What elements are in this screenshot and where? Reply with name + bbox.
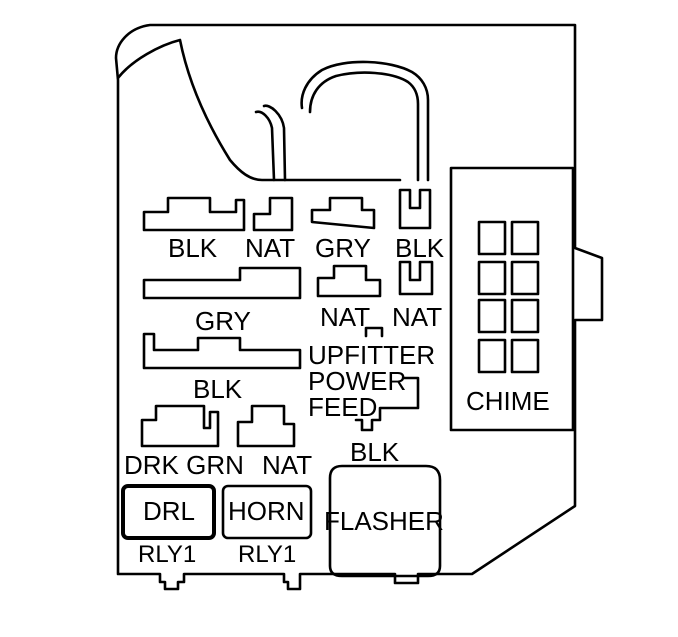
label-gry-mid: GRY	[195, 306, 251, 336]
upfitter-bracket	[354, 326, 420, 432]
label-nat-low: NAT	[262, 450, 312, 480]
label-chime: CHIME	[466, 386, 550, 416]
flasher-module	[328, 464, 442, 578]
label-flasher: FLASHER	[324, 506, 444, 536]
horn-relay	[221, 484, 313, 540]
connector-gry-top	[310, 196, 376, 230]
connector-blk-top	[142, 196, 246, 232]
hook	[254, 110, 276, 182]
chime-pin-5	[477, 298, 507, 334]
label-upfitter: UPFITTER	[308, 340, 435, 370]
connector-drk-grn	[140, 404, 220, 448]
label-blk-flasher: BLK	[350, 437, 400, 467]
drl-relay	[121, 484, 216, 540]
chime-pin-6	[510, 298, 540, 334]
label-rly1-right: RLY1	[238, 541, 296, 568]
connector-nat-low	[236, 404, 296, 448]
chime-pin-3	[477, 260, 507, 296]
connector-gry-mid	[142, 266, 302, 300]
label-rly1-left: RLY1	[138, 541, 196, 568]
label-nat-mid-right: NAT	[392, 302, 442, 332]
hook-inner	[262, 104, 287, 182]
label-blk-top: BLK	[168, 233, 218, 263]
chime-pin-7	[477, 338, 507, 374]
label-drk-grn: DRK GRN	[124, 450, 244, 480]
label-horn: HORN	[228, 496, 305, 526]
handle-bracket	[300, 60, 430, 182]
handle-bracket-inner	[308, 71, 420, 182]
label-feed: FEED	[308, 392, 377, 422]
label-nat-top: NAT	[245, 233, 295, 263]
chime-pin-4	[510, 260, 540, 296]
connector-nat-mid-right	[398, 260, 434, 296]
chime-module	[449, 166, 575, 432]
housing-outline	[114, 23, 604, 591]
label-blk-top-right: BLK	[395, 233, 445, 263]
label-nat-mid: NAT	[320, 302, 370, 332]
chime-pin-2	[510, 220, 540, 256]
housing-curve-detail	[116, 38, 402, 182]
chime-pin-1	[477, 220, 507, 256]
label-power: POWER	[308, 366, 406, 396]
connector-blk-top-right	[398, 188, 432, 230]
label-drl: DRL	[143, 496, 195, 526]
connector-nat-top	[252, 196, 294, 232]
label-gry-top: GRY	[315, 233, 371, 263]
connector-blk-mid	[142, 332, 302, 370]
connector-nat-mid	[316, 264, 382, 298]
chime-pin-8	[510, 338, 540, 374]
label-blk-mid: BLK	[193, 374, 243, 404]
